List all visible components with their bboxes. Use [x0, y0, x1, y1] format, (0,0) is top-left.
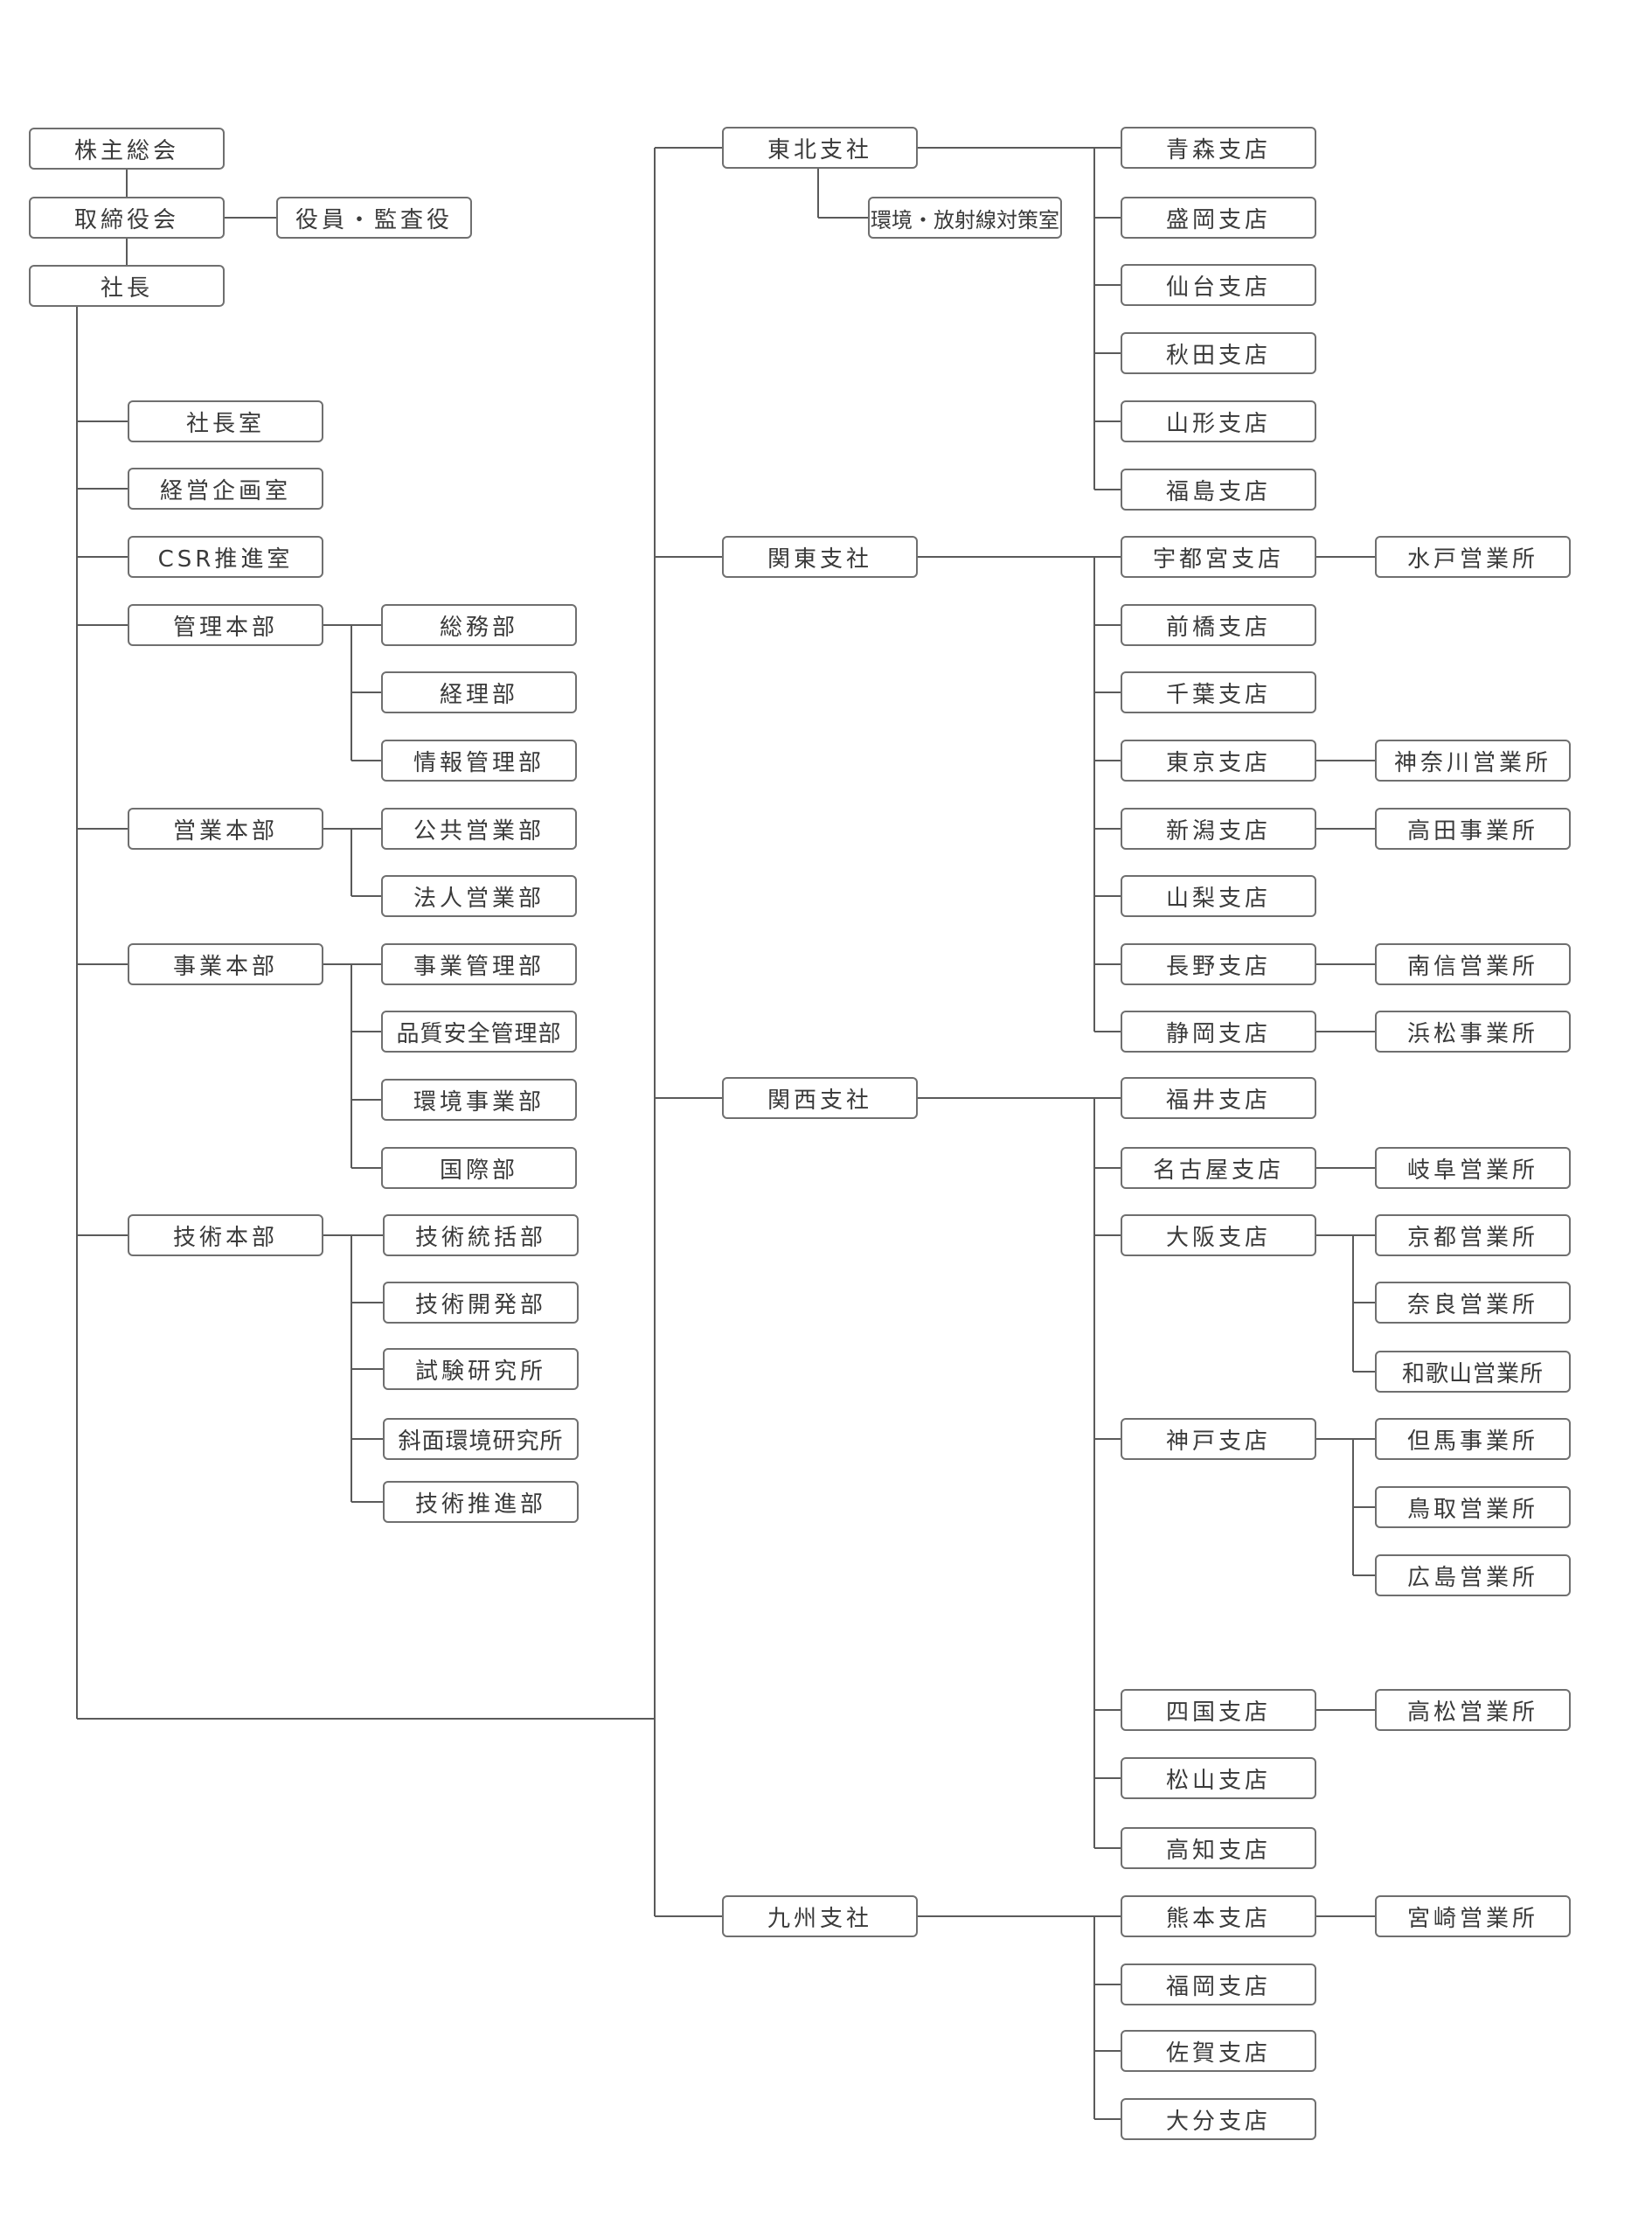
branch-box: 静岡支店 [1121, 1011, 1316, 1053]
region-connectors [654, 147, 722, 1917]
branch-box: 福島支店 [1121, 469, 1316, 511]
sales-office-box: 高松営業所 [1375, 1689, 1571, 1731]
branch-box: 東京支店 [1121, 740, 1316, 782]
branch-box: 名古屋支店 [1121, 1147, 1316, 1189]
branch-box: 大阪支店 [1121, 1214, 1316, 1256]
kansai-branch-office-box: 関西支社 [722, 1077, 918, 1119]
branch-box: 仙台支店 [1121, 264, 1316, 306]
branch-box: 青森支店 [1121, 127, 1316, 169]
kanto-connectors [918, 556, 1375, 1032]
sales-office-box: 宮崎営業所 [1375, 1895, 1571, 1937]
branch-box: 千葉支店 [1121, 671, 1316, 713]
sales-division-box: 営業本部 [128, 808, 323, 850]
branch-box: 高知支店 [1121, 1827, 1316, 1869]
branch-box: 福岡支店 [1121, 1963, 1316, 2005]
sales-office-box: 岐阜営業所 [1375, 1147, 1571, 1189]
dept-box: 総務部 [381, 604, 577, 646]
sales-office-box: 鳥取営業所 [1375, 1486, 1571, 1528]
sales-office-box: 水戸営業所 [1375, 536, 1571, 578]
dept-box: 技術統括部 [383, 1214, 579, 1256]
sales-office-box: 広島営業所 [1375, 1554, 1571, 1596]
dept-box: 斜面環境研究所 [383, 1418, 579, 1460]
presidents-office-box: 社長室 [128, 400, 323, 442]
dept-box: 品質安全管理部 [381, 1011, 577, 1053]
branch-box: 盛岡支店 [1121, 197, 1316, 239]
csr-office-box: CSR推進室 [128, 536, 323, 578]
branch-box: 前橋支店 [1121, 604, 1316, 646]
branch-box: 四国支店 [1121, 1689, 1316, 1731]
kansai-connectors [918, 1097, 1375, 1849]
dept-box: 技術開発部 [383, 1282, 579, 1324]
dept-box: 法人営業部 [381, 875, 577, 917]
sales-office-box: 南信営業所 [1375, 943, 1571, 985]
corporate-planning-office-box: 経営企画室 [128, 468, 323, 510]
sales-office-box: 但馬事業所 [1375, 1418, 1571, 1460]
tohoku-connectors [817, 147, 1121, 490]
sales-office-box: 奈良営業所 [1375, 1282, 1571, 1324]
sales-office-box: 京都営業所 [1375, 1214, 1571, 1256]
dept-box: 公共営業部 [381, 808, 577, 850]
admin-division-box: 管理本部 [128, 604, 323, 646]
radiation-countermeasures-office-box: 環境・放射線対策室 [868, 197, 1062, 239]
officers-auditors-box: 役員・監査役 [276, 197, 472, 239]
kyushu-connectors [918, 1915, 1375, 2120]
branch-box: 秋田支店 [1121, 332, 1316, 374]
dept-box: 国際部 [381, 1147, 577, 1189]
branch-box: 熊本支店 [1121, 1895, 1316, 1937]
sales-office-box: 和歌山営業所 [1375, 1351, 1571, 1393]
branch-box: 福井支店 [1121, 1077, 1316, 1119]
dept-box: 環境事業部 [381, 1079, 577, 1121]
sales-office-box: 神奈川営業所 [1375, 740, 1571, 782]
branch-box: 宇都宮支店 [1121, 536, 1316, 578]
board-of-directors-box: 取締役会 [29, 197, 225, 239]
branch-box: 松山支店 [1121, 1757, 1316, 1799]
dept-box: 試験研究所 [383, 1348, 579, 1390]
branch-box: 神戸支店 [1121, 1418, 1316, 1460]
tohoku-branch-office-box: 東北支社 [722, 127, 918, 169]
hq-connectors [77, 420, 383, 1503]
kyushu-branch-office-box: 九州支社 [722, 1895, 918, 1937]
branch-box: 長野支店 [1121, 943, 1316, 985]
dept-box: 技術推進部 [383, 1481, 579, 1523]
sales-office-box: 高田事業所 [1375, 808, 1571, 850]
branch-box: 大分支店 [1121, 2098, 1316, 2140]
top-connectors [76, 170, 655, 1720]
president-box: 社長 [29, 265, 225, 307]
dept-box: 情報管理部 [381, 740, 577, 782]
sales-office-box: 浜松事業所 [1375, 1011, 1571, 1053]
branch-box: 山形支店 [1121, 400, 1316, 442]
shareholders-meeting-box: 株主総会 [29, 128, 225, 170]
dept-box: 事業管理部 [381, 943, 577, 985]
dept-box: 経理部 [381, 671, 577, 713]
business-division-box: 事業本部 [128, 943, 323, 985]
branch-box: 山梨支店 [1121, 875, 1316, 917]
branch-box: 新潟支店 [1121, 808, 1316, 850]
branch-box: 佐賀支店 [1121, 2030, 1316, 2072]
kanto-branch-office-box: 関東支社 [722, 536, 918, 578]
engineering-division-box: 技術本部 [128, 1214, 323, 1256]
